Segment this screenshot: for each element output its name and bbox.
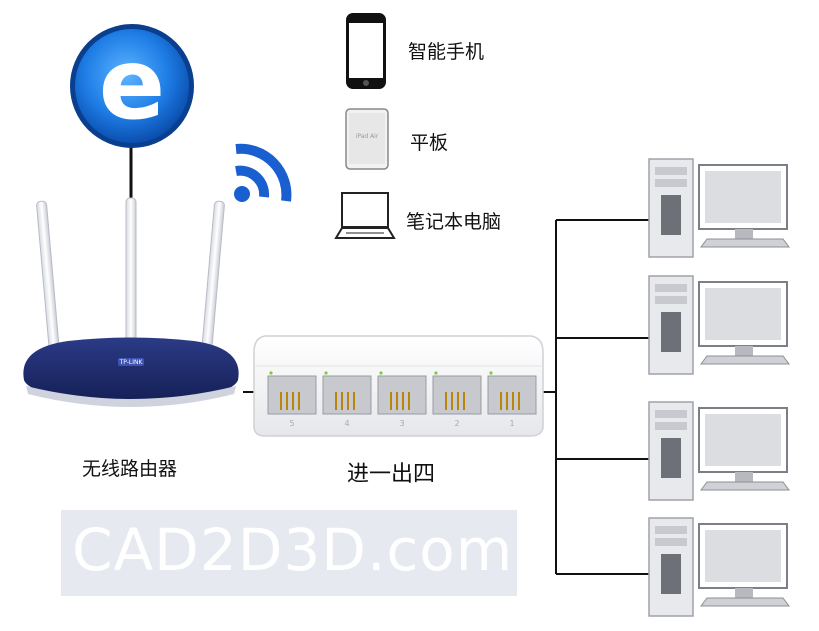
- internet-explorer-icon: e: [70, 24, 194, 148]
- laptop-icon: [334, 192, 396, 239]
- router-icon: TP-LINK: [23, 197, 239, 407]
- watermark-text: CAD2D3D.com: [72, 516, 514, 584]
- desktop-computer-icon: [648, 158, 790, 258]
- desktop-computer-icon: [648, 275, 790, 375]
- laptop-label: 笔记本电脑: [406, 211, 502, 233]
- smartphone-icon: [346, 13, 386, 89]
- port-number: 1: [509, 419, 514, 428]
- tablet-icon: iPad Air: [345, 108, 389, 170]
- switch-icon: 5 4 3 2 1: [253, 335, 544, 437]
- port-number: 3: [399, 419, 404, 428]
- switch-label: 进一出四: [347, 462, 436, 487]
- port-number: 5: [289, 419, 294, 428]
- router-brand: TP-LINK: [119, 359, 144, 366]
- tablet-label: 平板: [410, 132, 449, 154]
- smartphone-label: 智能手机: [408, 41, 485, 63]
- port-number: 4: [344, 419, 349, 428]
- svg-text:iPad Air: iPad Air: [356, 133, 379, 140]
- svg-text:e: e: [99, 28, 165, 142]
- desktop-computer-icon: [648, 517, 790, 617]
- desktop-computer-icon: [648, 401, 790, 501]
- wifi-icon: [234, 143, 292, 202]
- port-number: 2: [454, 419, 459, 428]
- watermark-background: [61, 510, 517, 596]
- router-label: 无线路由器: [82, 458, 178, 480]
